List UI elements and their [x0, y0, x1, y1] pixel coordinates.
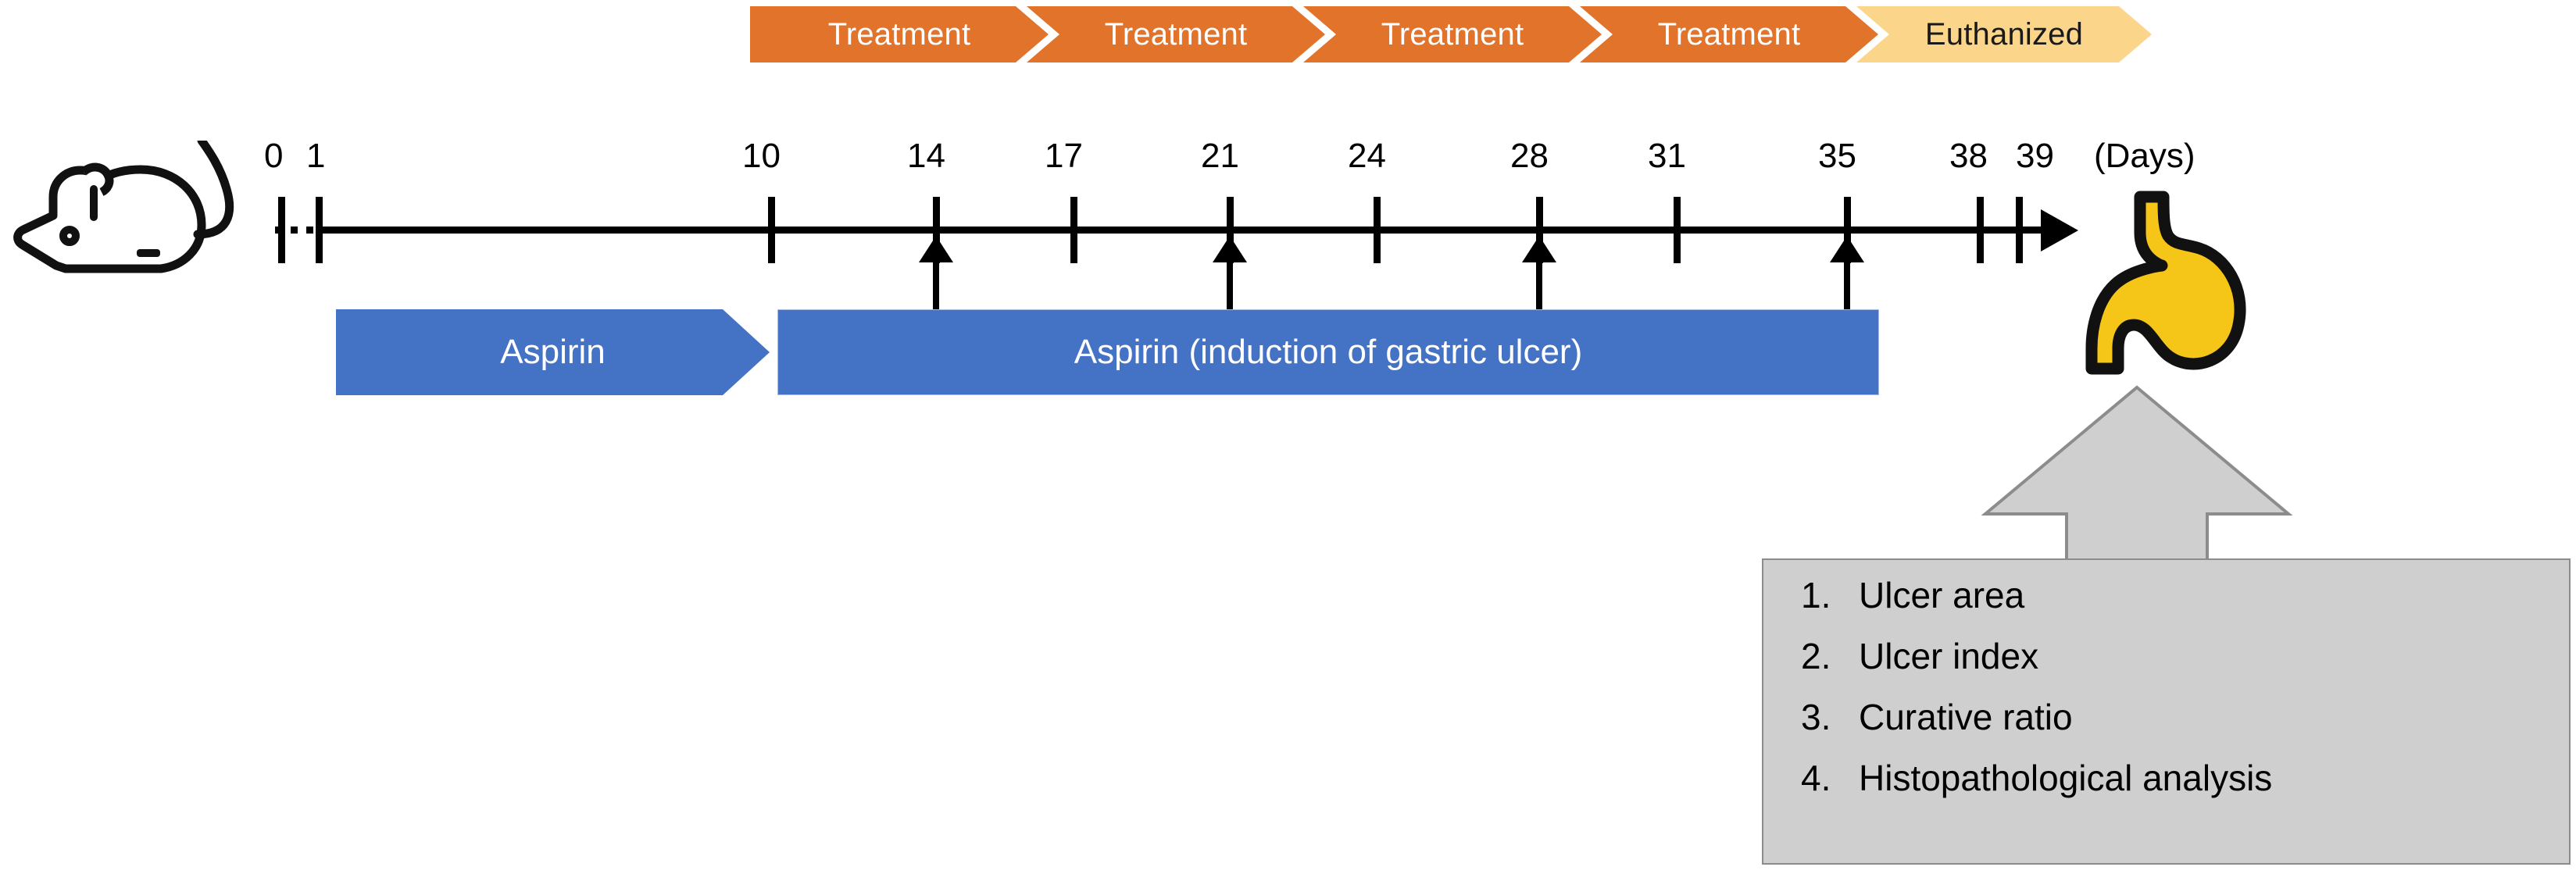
tick-label-38: 38 — [1949, 137, 1988, 175]
outcome-number: 3. — [1801, 697, 1831, 737]
outcome-list-item: 4. Histopathological analysis — [1801, 760, 2569, 796]
tick-mark-14 — [933, 197, 940, 263]
outcome-number: 2. — [1801, 636, 1831, 676]
phase-chevron-euthanized[interactable]: Euthanized — [1856, 6, 2152, 62]
outcome-text: Ulcer index — [1859, 636, 2039, 676]
timeline-unit-label: (Days) — [2094, 137, 2195, 175]
tick-label-1: 1 — [306, 137, 326, 175]
tick-mark-0 — [278, 197, 285, 263]
phase-label: Treatment — [827, 17, 971, 52]
up-arrow-head-day35 — [1830, 236, 1864, 262]
tick-mark-1 — [316, 197, 323, 263]
phase-chevron-treatment-2[interactable]: Treatment — [1027, 6, 1325, 62]
axis-break-dot — [306, 227, 313, 234]
tick-label-31: 31 — [1648, 137, 1686, 175]
tick-mark-17 — [1070, 197, 1077, 263]
outcome-measures-box: 1. Ulcer area 2. Ulcer index 3. Curative… — [1762, 558, 2571, 865]
phase-label: Treatment — [1104, 17, 1248, 52]
phase-band: Treatment Treatment Treatment Treatment … — [750, 6, 2152, 62]
aspirin-phase-bar[interactable]: Aspirin — [336, 309, 770, 395]
up-arrow-head-day21 — [1213, 236, 1247, 262]
tick-label-10: 10 — [742, 137, 781, 175]
tick-label-0: 0 — [264, 137, 284, 175]
tick-mark-10 — [768, 197, 775, 263]
phase-chevron-treatment-4[interactable]: Treatment — [1580, 6, 1878, 62]
phase-chevron-treatment-3[interactable]: Treatment — [1303, 6, 1602, 62]
outcome-text: Curative ratio — [1859, 697, 2073, 737]
stomach-icon — [2074, 187, 2250, 375]
tick-label-14: 14 — [907, 137, 945, 175]
outcome-text: Histopathological analysis — [1859, 758, 2273, 798]
tick-mark-38 — [1977, 197, 1984, 263]
tick-mark-28 — [1536, 197, 1543, 263]
tick-label-39: 39 — [2016, 137, 2054, 175]
phase-label: Treatment — [1381, 17, 1524, 52]
aspirin-bar-label: Aspirin — [500, 333, 606, 371]
tick-label-24: 24 — [1348, 137, 1386, 175]
up-arrow-head-day14 — [919, 236, 953, 262]
up-arrow-shaft-day21 — [1227, 258, 1233, 319]
aspirin-induction-label: Aspirin (induction of gastric ulcer) — [1074, 333, 1583, 371]
axis-arrowhead-icon — [2041, 209, 2078, 251]
outcome-number: 4. — [1801, 758, 1831, 798]
tick-mark-31 — [1674, 197, 1681, 263]
tick-label-35: 35 — [1818, 137, 1856, 175]
tick-mark-21 — [1227, 197, 1234, 263]
up-arrow-shaft-day14 — [933, 258, 939, 319]
timeline-axis — [275, 227, 2049, 234]
tick-label-17: 17 — [1045, 137, 1083, 175]
tick-label-28: 28 — [1510, 137, 1549, 175]
up-arrow-shaft-day28 — [1536, 258, 1542, 319]
up-arrow-head-day28 — [1522, 236, 1556, 262]
aspirin-induction-bar[interactable]: Aspirin (induction of gastric ulcer) — [777, 309, 1879, 395]
mouse-icon — [8, 136, 266, 309]
tick-mark-24 — [1374, 197, 1381, 263]
phase-label: Treatment — [1657, 17, 1801, 52]
tick-mark-35 — [1844, 197, 1851, 263]
timeline-axis-break — [283, 227, 320, 234]
axis-break-dot — [291, 227, 298, 234]
outcome-list-item: 3. Curative ratio — [1801, 699, 2569, 735]
phase-chevron-treatment-1[interactable]: Treatment — [750, 6, 1049, 62]
tick-label-21: 21 — [1201, 137, 1239, 175]
block-arrow-up-icon — [1981, 383, 2293, 566]
outcome-number: 1. — [1801, 575, 1831, 615]
outcome-list-item: 1. Ulcer area — [1801, 577, 2569, 613]
phase-label: Euthanized — [1924, 17, 2084, 52]
up-arrow-shaft-day35 — [1844, 258, 1850, 319]
outcome-text: Ulcer area — [1859, 575, 2025, 615]
outcome-list-item: 2. Ulcer index — [1801, 638, 2569, 674]
tick-mark-39 — [2016, 197, 2023, 263]
